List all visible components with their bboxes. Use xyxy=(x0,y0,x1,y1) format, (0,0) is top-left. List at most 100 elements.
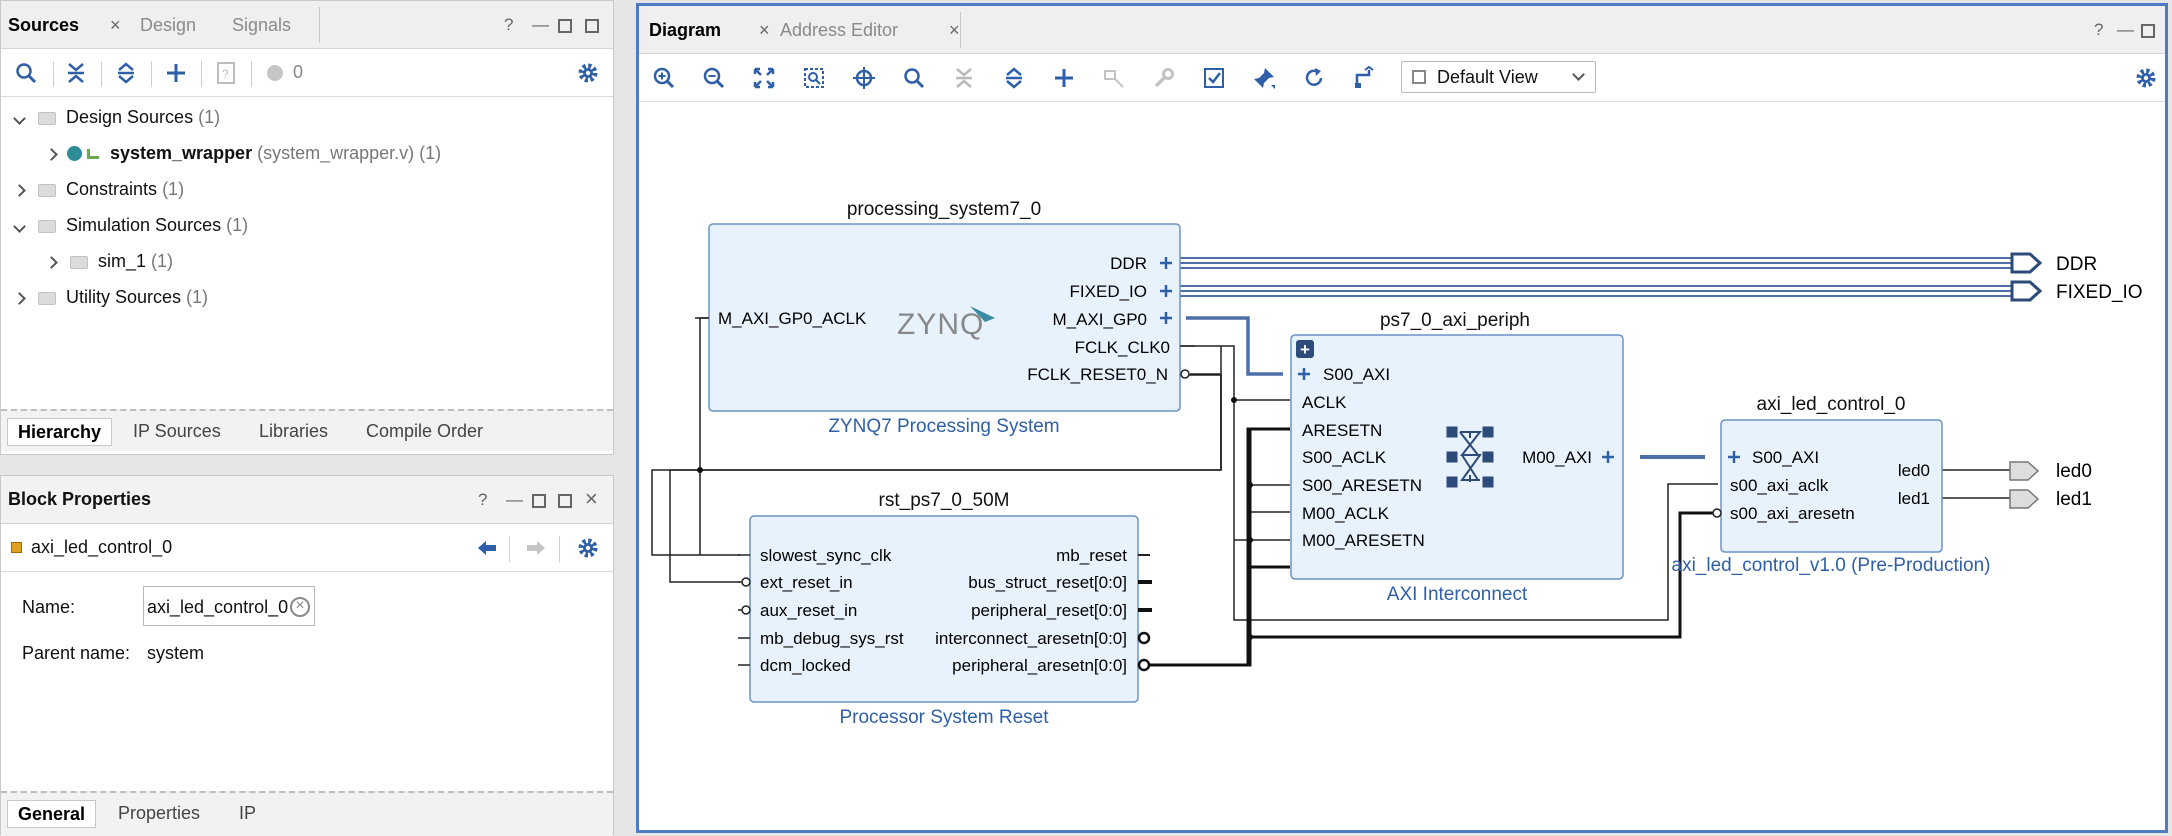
fclk-reset-net[interactable] xyxy=(1190,373,1222,470)
tab-ip-sources[interactable]: IP Sources xyxy=(133,421,221,441)
regenerate-layout-icon[interactable] xyxy=(1351,65,1377,91)
ddr-bus[interactable] xyxy=(1180,257,2015,269)
gear-icon[interactable] xyxy=(575,60,601,86)
tab-ip[interactable]: IP xyxy=(239,803,257,823)
block-axi-led-control[interactable]: axi_led_control_0 S00_AXI s00_axi_aclk s… xyxy=(1672,394,1991,576)
view-select[interactable]: Default View xyxy=(1401,61,1596,93)
minimize-icon[interactable]: — xyxy=(532,15,549,34)
tree-item-utility-sources[interactable]: Utility Sources (1) xyxy=(13,279,208,315)
parent-name-label: Parent name: xyxy=(22,643,131,663)
minimize-icon[interactable]: — xyxy=(2117,20,2134,39)
wrench-icon[interactable] xyxy=(1151,65,1177,91)
port-label: ARESETN xyxy=(1302,421,1382,440)
tab-diagram[interactable]: Diagram × xyxy=(649,6,770,54)
close-icon[interactable]: × xyxy=(949,20,960,40)
peripheral-aresetn-net[interactable] xyxy=(1148,427,1290,667)
tree-item-design-sources[interactable]: Design Sources (1) xyxy=(13,99,220,135)
minimize-icon[interactable]: — xyxy=(506,490,523,509)
expand-block-icon[interactable] xyxy=(1296,340,1314,358)
tree-item-simulation-sources[interactable]: Simulation Sources (1) xyxy=(13,207,248,243)
tab-sources[interactable]: Sources × xyxy=(8,1,121,49)
expand-all-icon[interactable] xyxy=(113,60,139,86)
refresh-icon[interactable] xyxy=(1301,65,1327,91)
external-port-led1[interactable]: led1 xyxy=(2009,489,2092,510)
port-label: s00_axi_aresetn xyxy=(1730,504,1855,523)
name-field[interactable]: axi_led_control_0 × xyxy=(143,586,315,626)
validate-design-icon[interactable] xyxy=(1201,65,1227,91)
gear-icon[interactable] xyxy=(575,535,601,561)
chevron-right-icon[interactable] xyxy=(13,184,26,197)
pin-icon[interactable] xyxy=(1251,65,1277,91)
close-icon[interactable]: × xyxy=(110,15,121,35)
chevron-down-icon[interactable] xyxy=(13,112,26,125)
tab-properties[interactable]: Properties xyxy=(118,803,201,823)
zoom-fit-icon[interactable] xyxy=(751,65,777,91)
search-icon[interactable] xyxy=(13,60,39,86)
port-bubble xyxy=(1137,631,1151,645)
make-connection-icon[interactable] xyxy=(1101,65,1127,91)
help-icon[interactable]: ? xyxy=(504,15,514,34)
maximize-icon[interactable] xyxy=(558,19,572,33)
tree-item-sim-1[interactable]: sim_1 (1) xyxy=(45,243,173,279)
help-icon[interactable]: ? xyxy=(478,490,488,509)
block-processor-system-reset[interactable]: rst_ps7_0_50M slowest_sync_clk ext_reset… xyxy=(738,490,1152,728)
forward-arrow-icon[interactable] xyxy=(523,535,549,561)
block-processing-system7[interactable]: processing_system7_0 ZYNQ M_AXI_GP0_ACLK… xyxy=(695,199,1195,437)
properties-icon[interactable]: ? xyxy=(213,60,239,86)
led-aresetn-net[interactable] xyxy=(1250,511,1714,639)
tab-design[interactable]: Design xyxy=(140,15,197,35)
add-icon[interactable] xyxy=(163,60,189,86)
chevron-right-icon[interactable] xyxy=(45,148,58,161)
fixed-io-bus[interactable] xyxy=(1180,285,2015,297)
external-port-led0[interactable]: led0 xyxy=(2009,461,2092,482)
tab-general[interactable]: General xyxy=(7,800,97,828)
expand-port-icon[interactable] xyxy=(1160,312,1172,324)
maximize-icon[interactable] xyxy=(2141,24,2155,38)
ext-reset-net[interactable] xyxy=(669,469,1221,583)
tab-hierarchy[interactable]: Hierarchy xyxy=(7,418,113,446)
float-icon[interactable] xyxy=(558,494,572,508)
chevron-down-icon[interactable] xyxy=(13,220,26,233)
gear-icon[interactable] xyxy=(2133,65,2159,91)
zoom-out-icon[interactable] xyxy=(701,65,727,91)
close-icon[interactable]: × xyxy=(759,20,770,40)
help-icon[interactable]: ? xyxy=(2094,20,2104,39)
tab-signals[interactable]: Signals xyxy=(232,15,292,35)
zoom-area-icon[interactable] xyxy=(801,65,827,91)
maximize-icon[interactable] xyxy=(532,494,546,508)
zoom-in-icon[interactable] xyxy=(651,65,677,91)
block-properties-panel: Block Properties ? — × axi_led_control_0… xyxy=(0,475,614,836)
chevron-right-icon[interactable] xyxy=(13,292,26,305)
external-port-fixed-io[interactable]: FIXED_IO xyxy=(2010,280,2143,303)
block-diagram-canvas[interactable]: processing_system7_0 ZYNQ M_AXI_GP0_ACLK… xyxy=(640,100,2162,830)
expand-all-icon[interactable] xyxy=(1001,65,1027,91)
block-axi-interconnect[interactable]: ps7_0_axi_periph + S00_AXI ACLK ARESETN … xyxy=(1290,310,1624,605)
tab-address-editor[interactable]: Address Editor × xyxy=(780,6,960,54)
interconnect-aresetn-net[interactable] xyxy=(1148,427,1290,667)
external-port-ddr[interactable]: DDR xyxy=(2010,252,2097,275)
tab-libraries[interactable]: Libraries xyxy=(259,421,329,441)
add-ip-icon[interactable] xyxy=(1051,65,1077,91)
status-dot-icon xyxy=(267,65,283,81)
tree-item-system-wrapper[interactable]: system_wrapper (system_wrapper.v) (1) xyxy=(45,135,441,171)
chevron-down-icon[interactable] xyxy=(1572,68,1585,81)
port-label: DDR xyxy=(2056,254,2097,275)
block-subtitle: ZYNQ7 Processing System xyxy=(828,416,1059,437)
clear-icon[interactable]: × xyxy=(290,597,310,617)
tree-item-constraints[interactable]: Constraints (1) xyxy=(13,171,184,207)
toolbar-separator xyxy=(53,61,54,87)
crosshair-icon[interactable] xyxy=(851,65,877,91)
expand-port-icon[interactable] xyxy=(1160,257,1172,269)
float-icon[interactable] xyxy=(585,19,599,33)
tree-item-label: Utility Sources xyxy=(66,287,182,307)
tab-compile-order[interactable]: Compile Order xyxy=(366,421,484,441)
chevron-right-icon[interactable] xyxy=(45,256,58,269)
back-arrow-icon[interactable] xyxy=(474,535,500,561)
search-icon[interactable] xyxy=(901,65,927,91)
expand-port-icon[interactable] xyxy=(1160,285,1172,297)
collapse-all-icon[interactable] xyxy=(63,60,89,86)
axi-gp0-bus[interactable] xyxy=(1186,316,1283,376)
collapse-all-icon[interactable] xyxy=(951,65,977,91)
close-icon[interactable]: × xyxy=(585,486,598,511)
folder-icon xyxy=(70,255,88,269)
